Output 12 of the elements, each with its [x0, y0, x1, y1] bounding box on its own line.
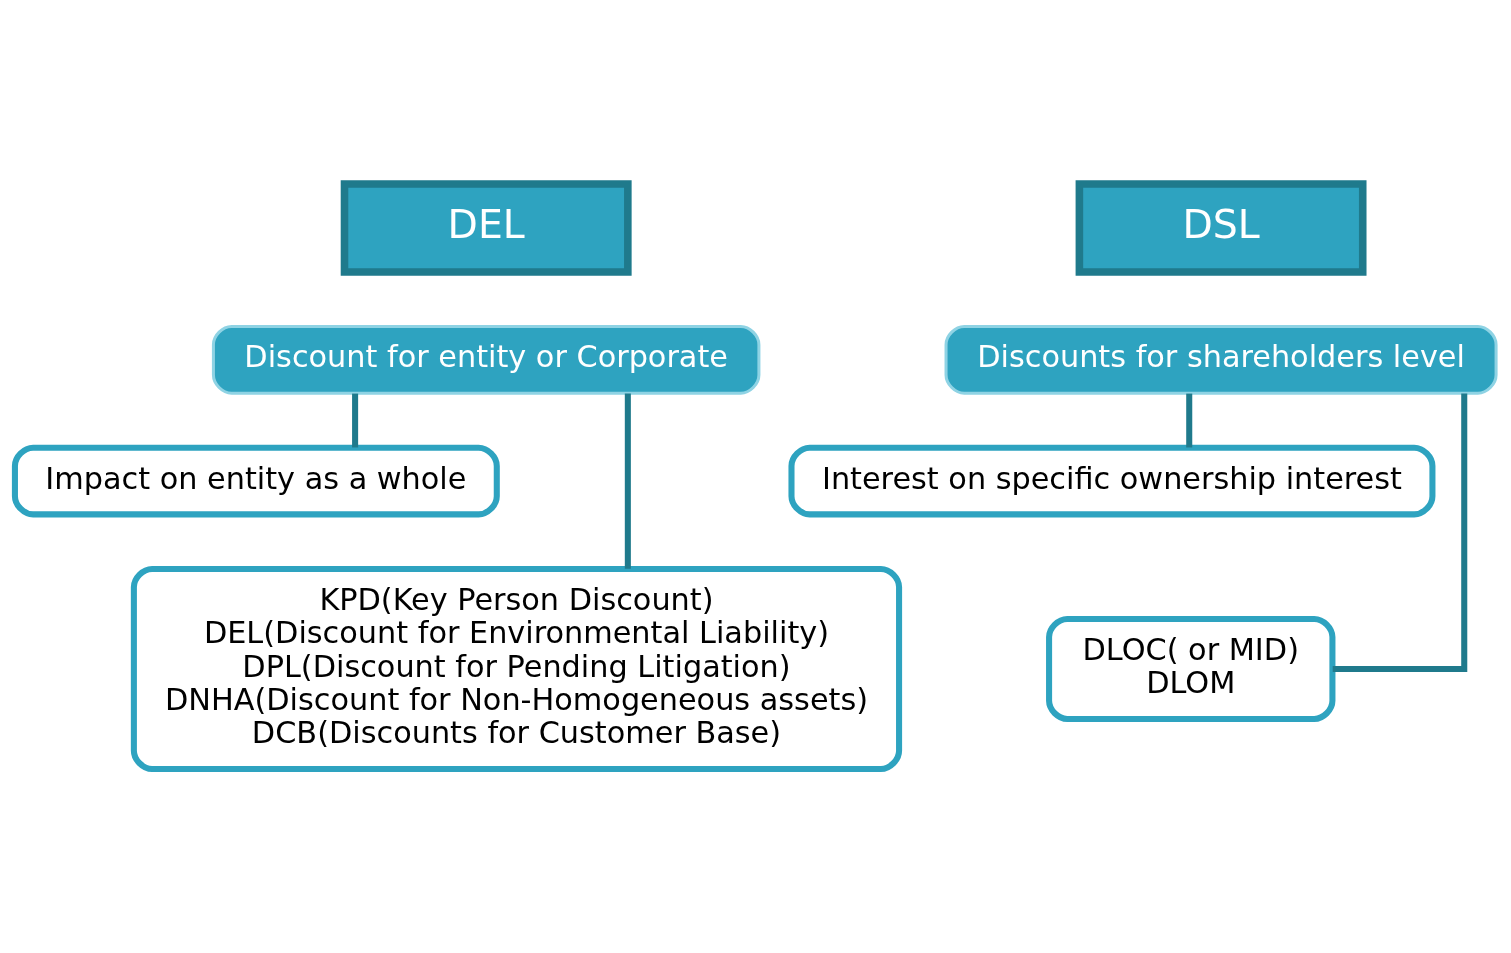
connector [352, 393, 359, 448]
node-box: DLOC( or MID) DLOM [1046, 615, 1336, 722]
node-box: Interest on specific ownership interest [788, 444, 1436, 518]
connector [1332, 393, 1468, 672]
node-box: Impact on entity as a whole [11, 444, 500, 518]
node-box: Discount for entity or Corporate [211, 324, 761, 395]
node-box: KPD(Key Person Discount) DEL(Discount for Environmental Liability) DPL(Discount for Pending Litigation) DNHA(Discount for Non-Homogeneous assets) DCB(Discounts for Customer Base) [130, 565, 903, 772]
node-box: Discounts for shareholders level [944, 324, 1498, 395]
connector [1186, 393, 1193, 448]
node-box: DSL [1075, 180, 1367, 276]
connector [624, 393, 631, 569]
node-box: DEL [340, 180, 632, 276]
